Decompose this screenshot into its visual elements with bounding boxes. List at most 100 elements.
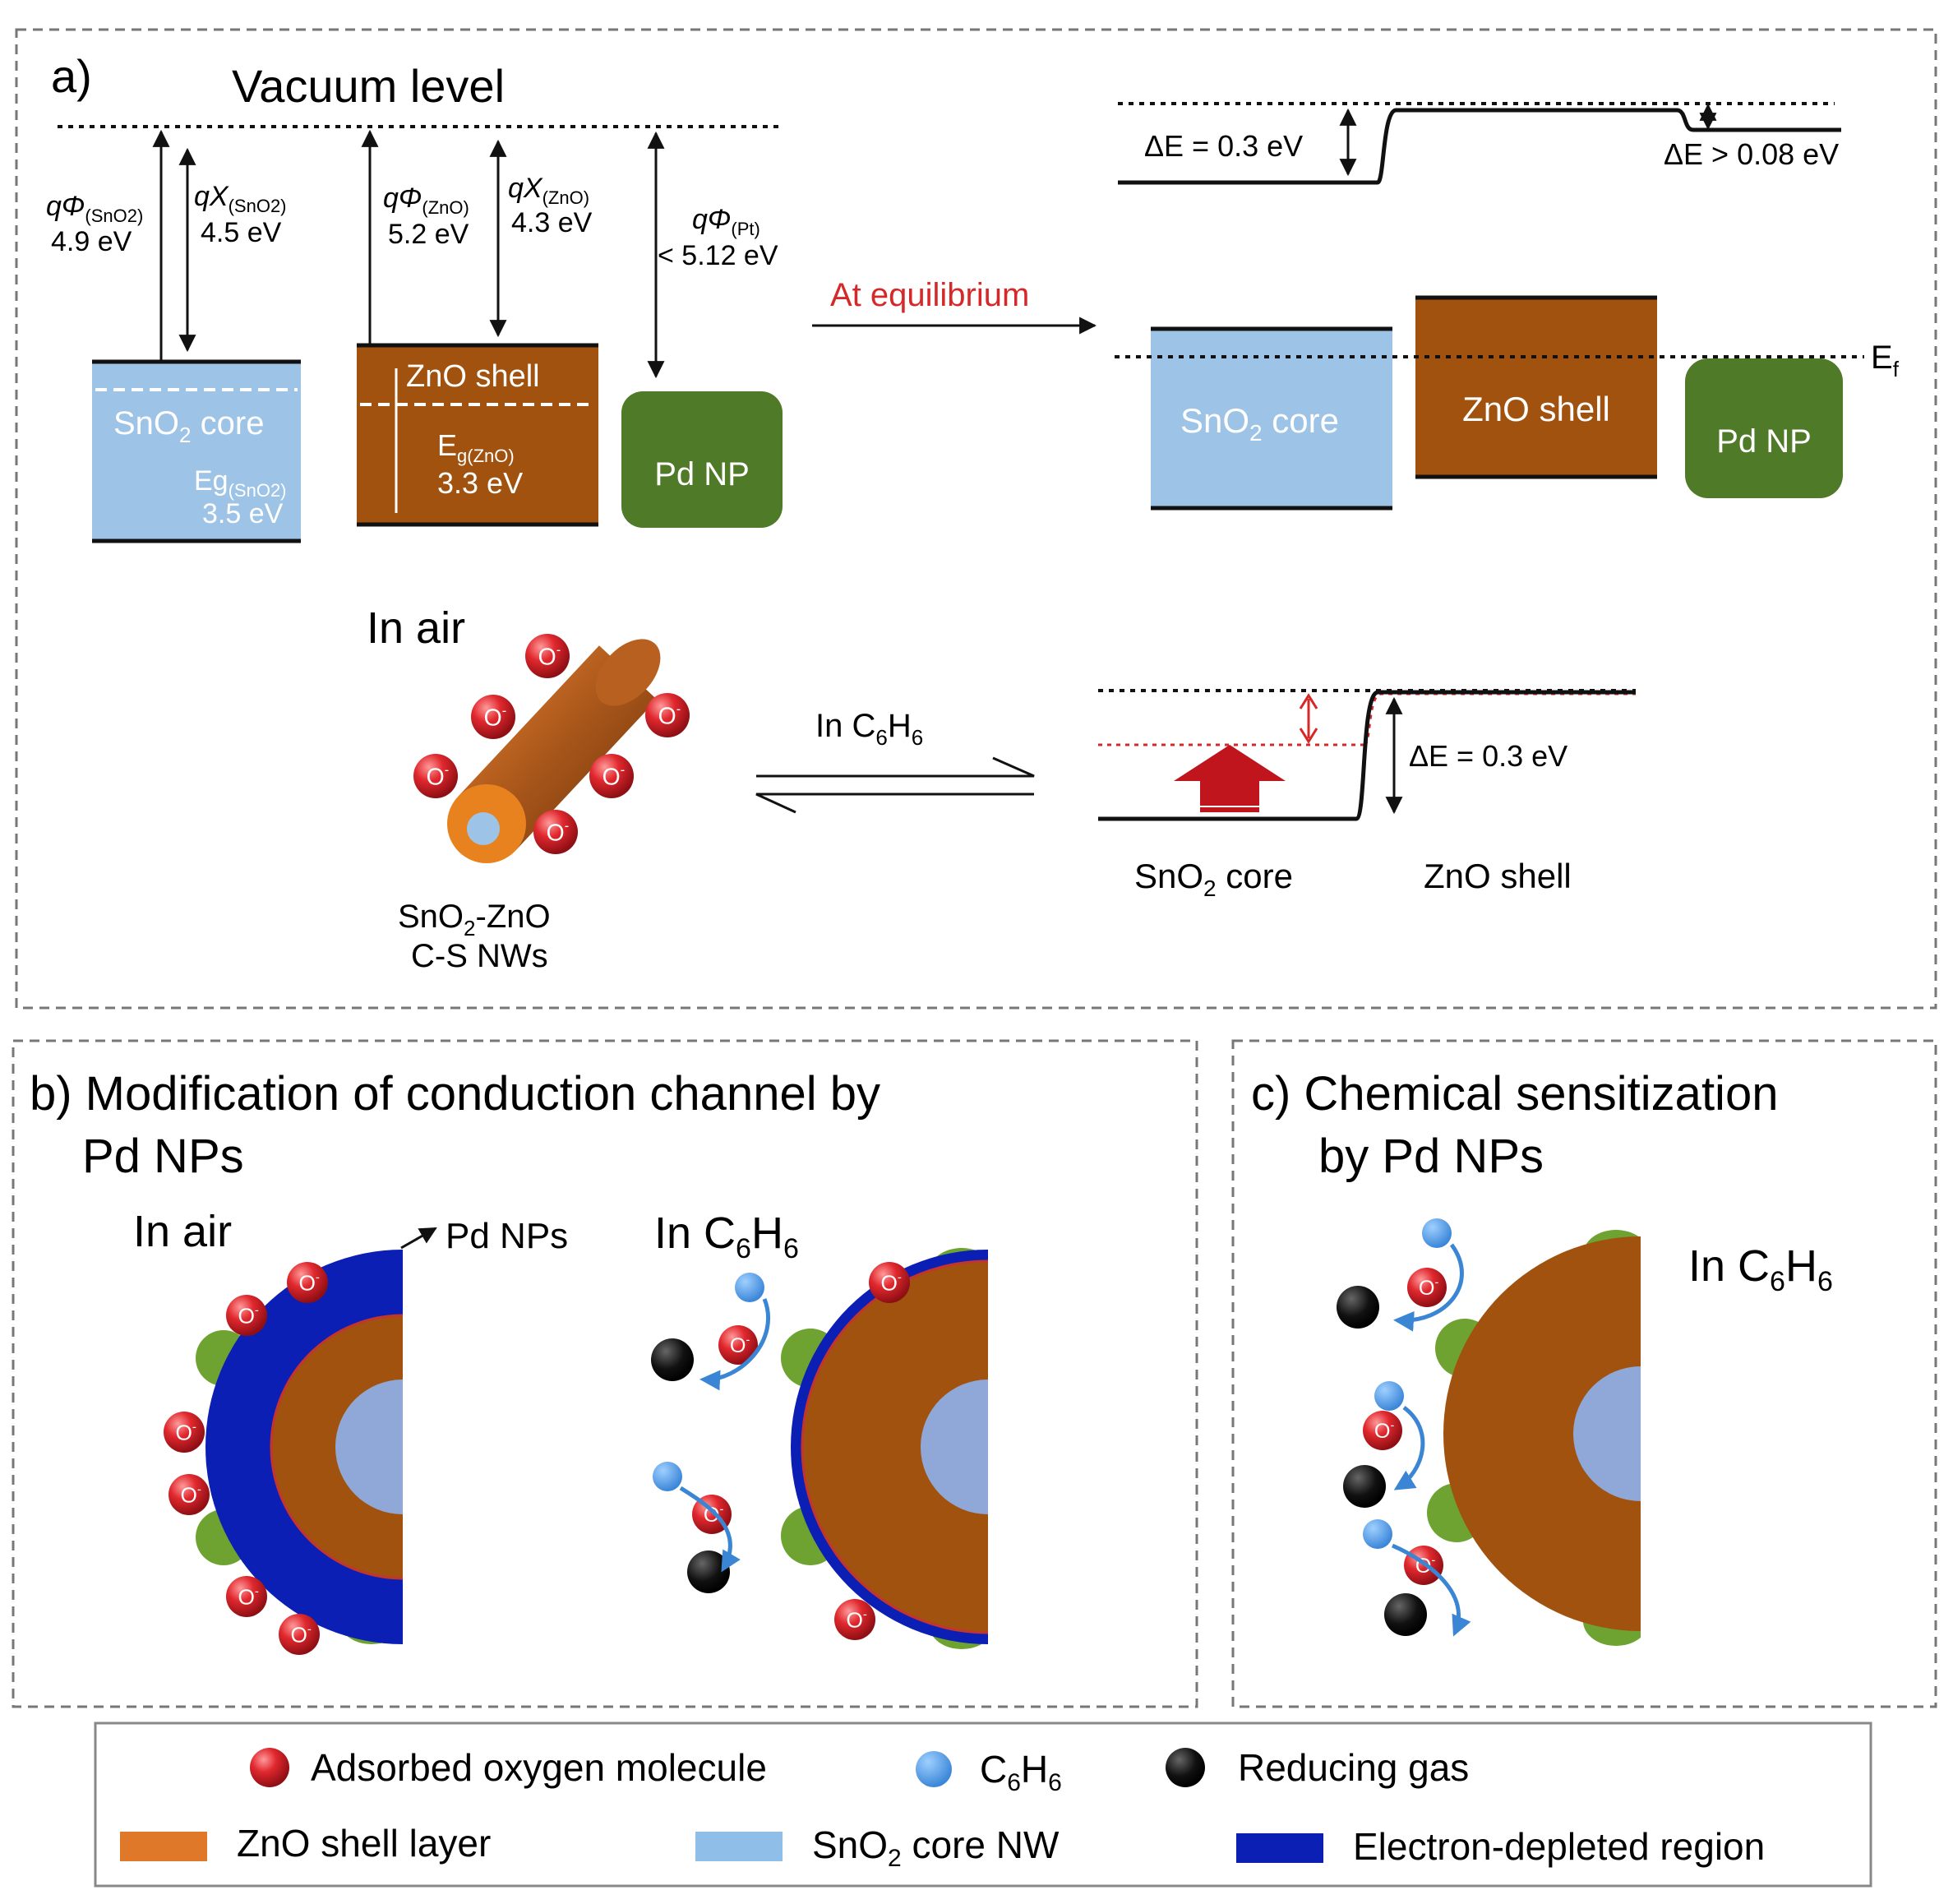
b-c6h6-4: 6: [783, 1233, 799, 1264]
wf-sno2-value: 4.9 eV: [51, 226, 132, 257]
sno2-core-chemical: [1573, 1366, 1641, 1501]
oxygen-nw-5-label: O-: [603, 763, 625, 790]
c6h6-c-3: [1363, 1519, 1392, 1549]
eq-sno2-pre: SnO: [1180, 401, 1249, 440]
eq-sno2-sub: 2: [1249, 420, 1263, 446]
panel-c-border: [1231, 1039, 1937, 1708]
pd-nps-label: Pd NPs: [446, 1216, 568, 1256]
c-c6h6-3: H: [1785, 1241, 1817, 1291]
reaction-curve-b-1: [699, 1298, 771, 1391]
oxygen-nw-2: O-: [471, 695, 515, 739]
oxygen-nw-1-sphere: [525, 634, 570, 678]
sno2-core-label: SnO2 core: [113, 405, 264, 447]
c6h6-c-2: [1374, 1381, 1404, 1411]
in-c6h6-a-3: H: [888, 708, 912, 744]
forward-reaction-arrow: [756, 756, 1035, 778]
legend-c6h6-3: H: [1021, 1748, 1048, 1791]
legend-border: [94, 1721, 1872, 1888]
panel-c-title-line2: by Pd NPs: [1318, 1130, 1544, 1183]
sno2-core-sub: 2: [179, 423, 191, 447]
bottom-band-profile: [1098, 690, 1636, 821]
eq-pd-box: [1685, 358, 1843, 498]
reducing-gas-b-1: [651, 1338, 694, 1381]
legend-zno-swatch: [120, 1832, 207, 1861]
nw-label-b: 2: [464, 916, 475, 940]
zno-shell-label: ZnO shell: [406, 359, 540, 394]
b-c6h6-1: In C: [654, 1208, 736, 1258]
panel-b-in-air-label: In air: [133, 1207, 232, 1256]
c6h6-b-2: [653, 1462, 682, 1491]
in-c6h6-a-2: 6: [875, 725, 887, 750]
legend-sno2-label: SnO2 core NW: [812, 1823, 1060, 1872]
nw-label-line1: SnO2-ZnO: [398, 899, 551, 940]
pd-nps-pointer: [400, 1227, 437, 1250]
legend-c6h6-4: 6: [1048, 1769, 1062, 1796]
half-wire-air: [196, 1250, 403, 1644]
wf-pt-value: < 5.12 eV: [658, 240, 778, 271]
zno-shell-c6h6: [801, 1259, 988, 1634]
wf-pt-name: qΦ: [692, 204, 731, 235]
oxygen-c6h6-2-sphere: [834, 1599, 875, 1640]
oxygen-nw-3: O-: [645, 693, 690, 737]
panel-a-label: a): [51, 50, 92, 102]
reducing-gas-c-3: [1384, 1593, 1427, 1636]
half-wire-chemical: [1427, 1230, 1641, 1646]
panel-a-border: [15, 28, 1937, 1010]
panel-c-in-c6h6-label: In C6H6: [1688, 1241, 1833, 1297]
legend-zno-label: ZnO shell layer: [237, 1822, 491, 1865]
sno2-gap-name: Eg: [194, 465, 229, 497]
eq-zno-box: [1415, 298, 1657, 477]
oxygen-air-5-sphere: [226, 1576, 267, 1617]
reducing-gas-c-2: [1343, 1465, 1386, 1508]
legend-oxygen-label: Adsorbed oxygen molecule: [311, 1746, 767, 1789]
oxygen-nw-3-sphere: [645, 693, 690, 737]
oxygen-air-6: O-: [279, 1614, 320, 1655]
c6h6-b-1: [735, 1273, 764, 1302]
legend-sno2-pre: SnO: [812, 1823, 888, 1866]
sno2-core-pre: SnO: [113, 405, 179, 441]
oxygen-nw-4-sphere: [413, 754, 458, 798]
zno-gap-value: 3.3 eV: [437, 466, 523, 500]
oxygen-air-5: O-: [226, 1576, 267, 1617]
eq-vacuum-profile: [1118, 108, 1841, 185]
sno2-band-box: [92, 362, 301, 541]
reverse-reaction-arrow: [755, 793, 1034, 814]
oxygen-b-react-1-sphere: [718, 1325, 758, 1365]
fermi-level-name: E: [1871, 340, 1893, 376]
panel-b-title-line1: b) Modification of conduction channel by: [30, 1067, 880, 1121]
ea-zno-value: 4.3 eV: [511, 207, 593, 238]
oxygen-air-6-sphere: [279, 1614, 320, 1655]
c-c6h6-1: In C: [1688, 1241, 1770, 1291]
eq-pd-label: Pd NP: [1716, 423, 1812, 460]
legend-depleted-swatch: [1236, 1833, 1323, 1863]
oxygen-c-2-sphere: [1363, 1411, 1402, 1450]
legend-depleted-label: Electron-depleted region: [1353, 1825, 1765, 1868]
in-air-label: In air: [367, 603, 465, 653]
zno-gap-label: Eg(ZnO): [437, 428, 515, 466]
bottom-sno2-sub: 2: [1203, 876, 1217, 901]
oxygen-air-3-sphere: [164, 1412, 205, 1453]
oxygen-nw-1: O-: [525, 634, 570, 678]
legend-oxygen-swatch: [250, 1748, 289, 1787]
bottom-sno2-label: SnO2 core: [1134, 857, 1293, 901]
bottom-air-profile-red: [1363, 692, 1636, 746]
legend-sno2-sub: 2: [888, 1845, 902, 1872]
sno2-gap-value: 3.5 eV: [202, 498, 284, 529]
oxygen-air-4-sphere: [169, 1474, 210, 1515]
oxygen-c-2: O-: [1363, 1411, 1402, 1450]
oxygen-air-4: O-: [169, 1474, 210, 1515]
nw-label-a: SnO: [398, 899, 464, 935]
legend-c6h6-swatch: [916, 1751, 952, 1787]
legend-c6h6-label: C6H6: [980, 1748, 1062, 1796]
reaction-curve-c-2: [1393, 1405, 1425, 1490]
panel-b-title-line2: Pd NPs: [82, 1130, 244, 1183]
oxygen-c6h6-1-sphere: [869, 1262, 910, 1303]
oxygen-nw-6: O-: [533, 810, 578, 854]
ea-sno2-value: 4.5 eV: [201, 217, 282, 248]
sno2-core-air: [335, 1379, 403, 1514]
eq-sno2-box: [1151, 329, 1392, 508]
oxygen-nw-2-sphere: [471, 695, 515, 739]
bottom-sno2-pre: SnO: [1134, 857, 1203, 895]
oxygen-c-1-sphere: [1407, 1268, 1447, 1307]
